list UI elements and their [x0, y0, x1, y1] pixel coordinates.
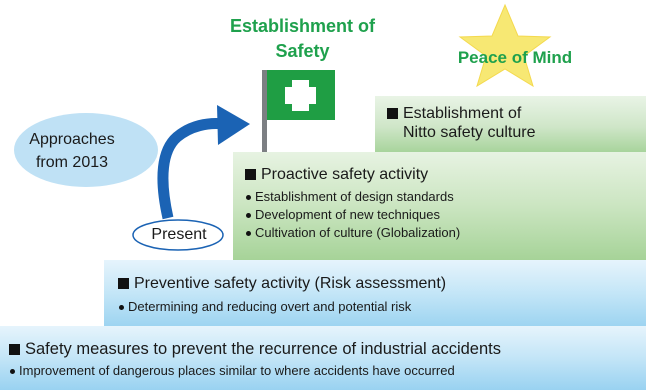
approaches-line1: Approaches — [29, 131, 115, 148]
proactive-heading: Proactive safety activity — [245, 165, 636, 184]
list-item: Development of new techniques — [245, 206, 636, 224]
approaches-ellipse — [14, 113, 158, 187]
square-bullet-icon — [9, 344, 20, 355]
preventive-bullet-list: Determining and reducing overt and poten… — [118, 298, 636, 316]
arrow-head-icon — [217, 105, 250, 145]
list-item: Establishment of design standards — [245, 188, 636, 206]
preventive-heading-text: Preventive safety activity (Risk assessm… — [134, 275, 447, 292]
culture-heading: Establishment of Nitto safety culture — [387, 104, 636, 142]
culture-heading-line1: Establishment of — [403, 105, 522, 122]
preventive-heading: Preventive safety activity (Risk assessm… — [118, 274, 636, 293]
square-bullet-icon — [245, 169, 256, 180]
safety-title-line1: Establishment of — [229, 16, 376, 36]
square-bullet-icon — [387, 108, 398, 119]
approaches-line2: from 2013 — [35, 154, 109, 171]
recurrence-bullet-list: Improvement of dangerous places similar … — [9, 362, 636, 380]
present-label: Present — [151, 226, 207, 243]
culture-heading-line2: Nitto safety culture — [403, 124, 536, 141]
curved-arrow-icon — [157, 118, 225, 220]
safety-title: Establishment of Safety — [215, 14, 390, 64]
recurrence-heading-text: Safety measures to prevent the recurrenc… — [25, 340, 501, 358]
proactive-bullet-list: Establishment of design standards Develo… — [245, 188, 636, 242]
star-icon — [458, 3, 552, 88]
preventive-block: Preventive safety activity (Risk assessm… — [104, 260, 646, 326]
approaches-label: Approaches from 2013 — [14, 128, 130, 174]
culture-block: Establishment of Nitto safety culture — [375, 96, 646, 152]
recurrence-block: Safety measures to prevent the recurrenc… — [0, 326, 646, 390]
proactive-heading-text: Proactive safety activity — [261, 166, 429, 183]
square-bullet-icon — [118, 278, 129, 289]
culture-heading-text: Establishment of Nitto safety culture — [403, 104, 536, 142]
flag-icon — [262, 70, 335, 152]
list-item: Cultivation of culture (Globalization) — [245, 224, 636, 242]
recurrence-heading: Safety measures to prevent the recurrenc… — [9, 340, 636, 359]
present-ellipse — [132, 219, 224, 251]
list-item: Determining and reducing overt and poten… — [118, 298, 636, 316]
safety-title-line2: Safety — [275, 41, 330, 61]
peace-title: Peace of Mind — [457, 48, 573, 67]
proactive-block: Proactive safety activity Establishment … — [233, 152, 646, 260]
list-item: Improvement of dangerous places similar … — [9, 362, 636, 380]
